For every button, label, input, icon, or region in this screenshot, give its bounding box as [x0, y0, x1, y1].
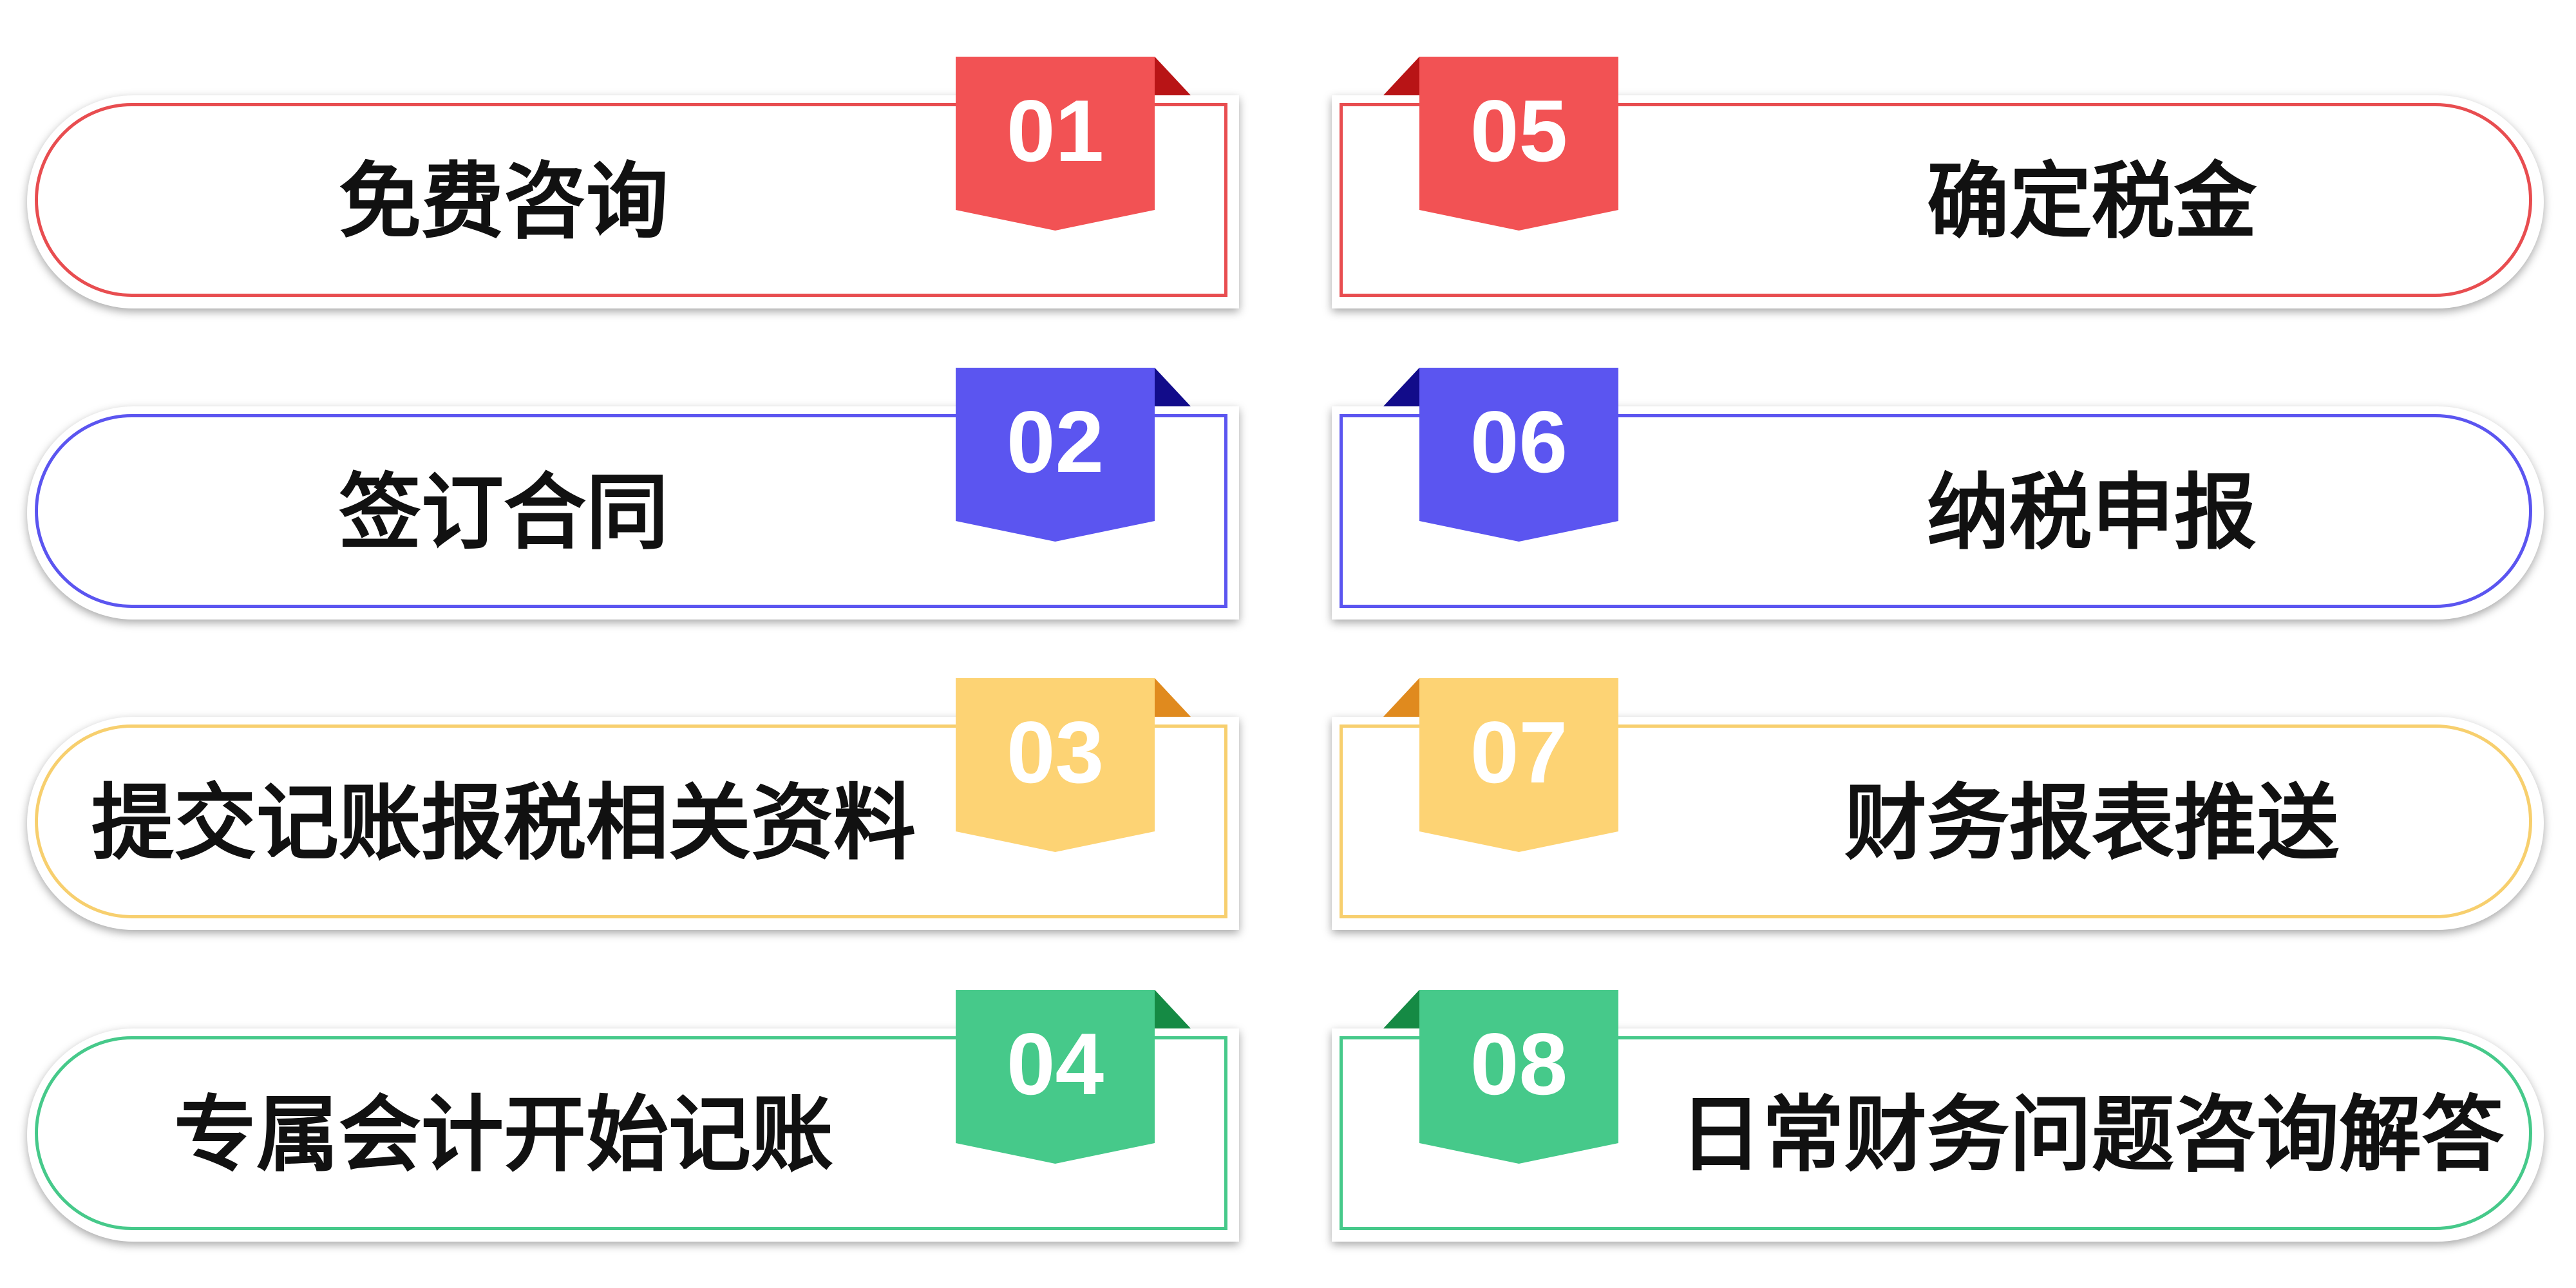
ribbon-body: [956, 57, 1155, 231]
step-number-flag: 06: [1383, 368, 1618, 542]
ribbon-body: [1419, 990, 1618, 1164]
step-label: 财务报表推送: [1844, 775, 2339, 871]
step-number: 08: [1470, 1015, 1568, 1113]
ribbon-fold: [1155, 990, 1191, 1028]
step-card-03: 提交记账报税相关资料 03: [27, 678, 1239, 930]
step-label: 纳税申报: [1926, 465, 2257, 561]
step-label: 提交记账报税相关资料: [91, 775, 916, 871]
step-number: 03: [1006, 703, 1104, 801]
step-number: 01: [1006, 82, 1104, 180]
ribbon-flag-shape: [1383, 990, 1618, 1164]
ribbon-flag-shape: [956, 990, 1191, 1164]
step-number: 02: [1006, 393, 1104, 491]
step-label: 免费咨询: [338, 154, 668, 250]
step-number-flag: 01: [956, 57, 1191, 231]
step-label: 专属会计开始记账: [173, 1087, 833, 1183]
ribbon-body: [1419, 368, 1618, 542]
step-card-07: 财务报表推送 07: [1332, 678, 2544, 930]
ribbon-flag-shape: [1383, 678, 1618, 852]
step-number-flag: 04: [956, 990, 1191, 1164]
step-number: 06: [1470, 393, 1568, 491]
ribbon-fold: [1155, 678, 1191, 717]
step-label: 签订合同: [338, 465, 668, 561]
ribbon-body: [1419, 678, 1618, 852]
ribbon-body: [1419, 57, 1618, 231]
step-card-02: 签订合同 02: [27, 368, 1239, 620]
ribbon-fold: [1383, 57, 1419, 95]
ribbon-fold: [1383, 990, 1419, 1028]
step-number: 05: [1470, 82, 1568, 180]
ribbon-flag-shape: [956, 368, 1191, 542]
step-card-08: 日常财务问题咨询解答 08: [1332, 990, 2544, 1242]
ribbon-fold: [1383, 368, 1419, 406]
step-number: 04: [1006, 1015, 1104, 1113]
ribbon-body: [956, 990, 1155, 1164]
ribbon-fold: [1155, 57, 1191, 95]
step-card-04: 专属会计开始记账 04: [27, 990, 1239, 1242]
ribbon-fold: [1155, 368, 1191, 406]
step-number-flag: 07: [1383, 678, 1618, 852]
ribbon-flag-shape: [1383, 57, 1618, 231]
step-number-flag: 05: [1383, 57, 1618, 231]
step-number-flag: 08: [1383, 990, 1618, 1164]
ribbon-flag-shape: [956, 57, 1191, 231]
step-card-06: 纳税申报 06: [1332, 368, 2544, 620]
ribbon-body: [956, 368, 1155, 542]
ribbon-fold: [1383, 678, 1419, 717]
ribbon-flag-shape: [1383, 368, 1618, 542]
step-number: 07: [1470, 703, 1568, 801]
ribbon-body: [956, 678, 1155, 852]
ribbon-flag-shape: [956, 678, 1191, 852]
step-label: 日常财务问题咨询解答: [1679, 1087, 2504, 1183]
step-card-01: 免费咨询 01: [27, 57, 1239, 308]
step-number-flag: 02: [956, 368, 1191, 542]
step-number-flag: 03: [956, 678, 1191, 852]
step-card-05: 确定税金 05: [1332, 57, 2544, 308]
step-label: 确定税金: [1926, 154, 2257, 250]
